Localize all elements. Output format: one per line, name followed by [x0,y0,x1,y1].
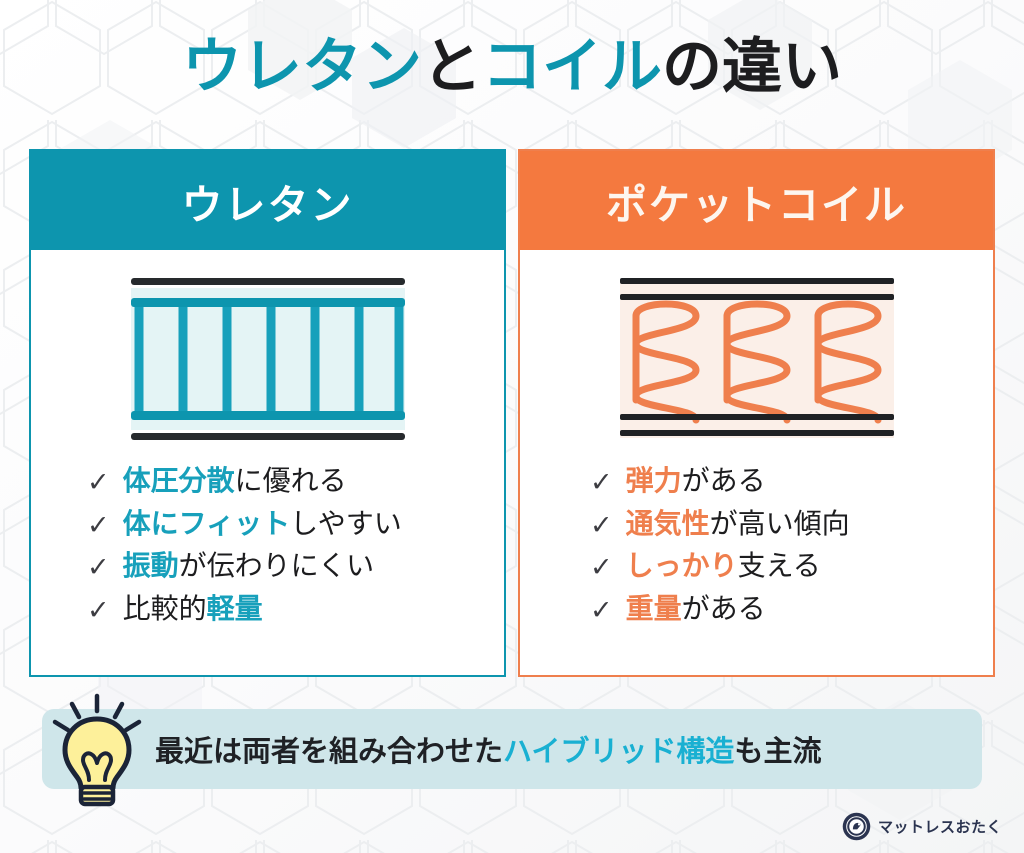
check-icon: ✓ [87,552,110,583]
list-item: ✓ 振動が伝わりにくい [87,545,504,588]
hybrid-note-banner: 最近は両者を組み合わせたハイブリッド構造も主流 [42,709,982,789]
page-title: ウレタンとコイルの違い [0,34,1024,100]
feature-rest: がある [681,465,766,496]
feature-text: 弾力がある [626,460,766,503]
check-icon: ✓ [87,594,110,625]
list-item: ✓ 通気性が高い傾向 [590,503,993,546]
feature-rest: 支える [737,550,821,582]
feature-text: 体圧分散に優れる [123,460,347,503]
feature-rest: に優れる [234,465,347,496]
list-item: ✓ 重量がある [590,588,993,631]
card-header-pocket-coil: ポケットコイル [520,151,993,250]
feature-text: 比較的軽量 [123,588,263,631]
title-segment-and: と [422,33,482,100]
list-item: ✓ 比較的軽量 [87,588,504,631]
hybrid-note-suffix: も主流 [734,736,822,768]
feature-text: 重量がある [626,588,766,631]
card-body-pocket-coil: ✓ 弾力がある ✓ 通気性が高い傾向 ✓ しっかり支える ✓ 重量がある [520,250,993,675]
check-icon: ✓ [590,594,613,625]
feature-highlight: 軽量 [206,592,263,624]
feature-text: 体にフィットしやすい [123,503,402,546]
title-segment-urethane: ウレタン [182,33,422,100]
check-icon: ✓ [87,509,110,540]
mattress-otaku-logo-icon [842,812,871,841]
list-item: ✓ 体にフィットしやすい [87,503,504,546]
feature-highlight: 重量 [625,592,682,624]
list-item: ✓ 弾力がある [590,460,993,503]
hybrid-note-highlight: ハイブリッド構造 [503,736,735,768]
check-icon: ✓ [590,552,613,583]
feature-list-pocket-coil: ✓ 弾力がある ✓ 通気性が高い傾向 ✓ しっかり支える ✓ 重量がある [520,460,993,630]
feature-text: 振動が伝わりにくい [123,545,374,588]
check-icon: ✓ [87,467,110,497]
feature-highlight: 体にフィット [122,507,291,539]
card-body-urethane: ✓ 体圧分散に優れる ✓ 体にフィットしやすい ✓ 振動が伝わりにくい ✓ 比較… [31,250,504,675]
check-icon: ✓ [590,467,613,497]
feature-list-urethane: ✓ 体圧分散に優れる ✓ 体にフィットしやすい ✓ 振動が伝わりにくい ✓ 比較… [31,460,504,630]
feature-highlight: 弾力 [625,465,682,496]
feature-rest: が高い傾向 [709,507,850,539]
feature-text: しっかり支える [626,545,821,588]
lightbulb-icon [52,693,142,807]
footer-brand: マットレスおたく [842,812,1002,841]
pocket-coil-spring-diagram [619,278,894,438]
list-item: ✓ 体圧分散に優れる [87,460,504,503]
feature-highlight: しっかり [625,550,738,582]
brand-name: マットレスおたく [877,819,1002,836]
check-icon: ✓ [590,509,613,540]
feature-highlight: 振動 [122,550,179,582]
feature-rest: しやすい [290,507,402,539]
hybrid-note-text: 最近は両者を組み合わせたハイブリッド構造も主流 [155,728,821,770]
title-segment-difference: の違い [662,33,842,100]
feature-rest: 比較的 [122,592,207,624]
urethane-foam-diagram [130,278,405,440]
list-item: ✓ しっかり支える [590,545,993,588]
card-header-urethane: ウレタン [31,151,504,250]
title-segment-coil: コイル [482,33,662,100]
hybrid-note-prefix: 最近は両者を組み合わせた [155,736,504,768]
card-urethane: ウレタン [29,149,506,677]
feature-rest: がある [681,592,766,624]
feature-highlight: 通気性 [625,507,710,539]
feature-rest: が伝わりにくい [178,550,375,582]
card-pocket-coil: ポケットコイル [518,149,995,677]
feature-text: 通気性が高い傾向 [626,503,850,546]
feature-highlight: 体圧分散 [122,465,235,496]
